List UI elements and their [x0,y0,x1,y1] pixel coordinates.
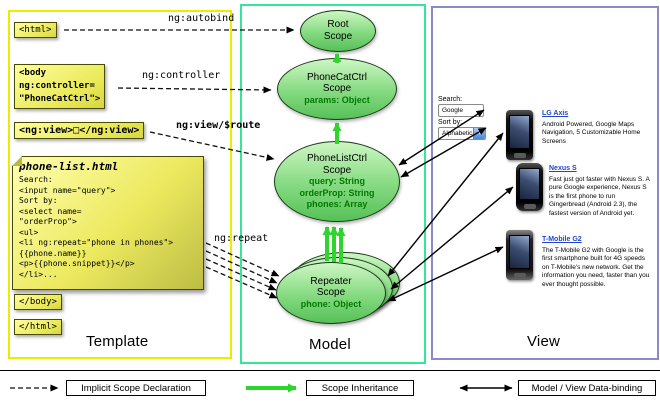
phone-link-lg-axis[interactable]: LG Axis [542,110,569,117]
dropdown-arrow-icon[interactable]: ▼ [473,128,485,139]
template-column-frame [8,10,232,359]
template-column-label: Template [86,333,149,350]
body-open-tag: <body ng:controller= "PhoneCatCtrl"> [14,64,106,110]
ng-view-route-label: ng:view/$route [176,120,261,131]
phonelistctrl-scope-prop-orderprop: orderProp: String [299,187,375,198]
sort-by-label: Sort by: [438,119,463,126]
phone-key [513,273,526,278]
ng-autobind-label: ng:autobind [168,13,235,24]
phonecatctrl-scope-prop: params: Object [304,95,370,106]
phone-key [523,204,536,209]
legend-model-view-data-binding: Model / View Data-binding [518,380,656,396]
search-input[interactable]: Google [438,104,484,117]
phone-key [513,153,526,158]
phone-desc-nexus-s: Fast just got faster with Nexus S. A pur… [549,176,650,217]
root-scope-ellipse: Root Scope [300,10,376,52]
view-column-label: View [527,333,561,350]
phone-image-lg-axis [506,110,533,160]
legend-divider [0,370,660,371]
model-column-label: Model [309,336,351,353]
phonelistctrl-scope-prop-phones: phones: Array [306,198,368,209]
phone-link-tmobile-g2[interactable]: T-Mobile G2 [542,236,582,243]
phonelistctrl-scope-prop-query: query: String [308,176,365,187]
repeater-scope-title: Repeater Scope [310,275,352,299]
html-open-tag: <html> [14,22,57,38]
phonecatctrl-scope-title: PhoneCatCtrl Scope [306,71,368,95]
root-scope-title: Root Scope [323,19,353,42]
search-label: Search: [438,96,463,103]
legend-scope-inheritance: Scope Inheritance [306,380,414,396]
phone-screen [509,235,530,269]
phonelistctrl-scope-ellipse: PhoneListCtrl Scope query: String orderP… [274,141,400,222]
phone-list-template-note: phone-list.html Search: <input name="que… [12,156,204,290]
body-close-tag: </body> [14,294,62,310]
ng-view-tag: <ng:view>□</ng:view> [14,122,145,139]
phone-image-nexus-s [516,163,543,211]
phonecatctrl-scope-ellipse: PhoneCatCtrl Scope params: Object [277,58,397,120]
phone-image-tmobile-g2 [506,230,533,280]
html-close-tag: </html> [14,319,62,335]
phone-screen [519,168,540,200]
phone-list-note-code: Search: <input name="query"> Sort by: <s… [19,175,174,279]
ng-controller-label: ng:controller [142,70,221,81]
phone-desc-lg-axis: Android Powered, Google Maps Navigation,… [542,121,641,145]
phone-screen [509,115,530,149]
ng-repeat-label: ng:repeat [214,233,269,244]
phone-link-nexus-s[interactable]: Nexus S [549,165,577,172]
repeater-scope-prop: phone: Object [300,299,362,310]
phone-list-note-title: phone-list.html [19,160,119,173]
sort-select[interactable]: Alphabetical ▼ [438,127,486,140]
repeater-scope-ellipse: Repeater Scope phone: Object [276,262,386,324]
phone-desc-tmobile-g2: The T-Mobile G2 with Google is the first… [542,247,650,288]
phonelistctrl-scope-title: PhoneListCtrl Scope [306,152,368,176]
legend-implicit-scope-declaration: Implicit Scope Declaration [66,380,206,396]
